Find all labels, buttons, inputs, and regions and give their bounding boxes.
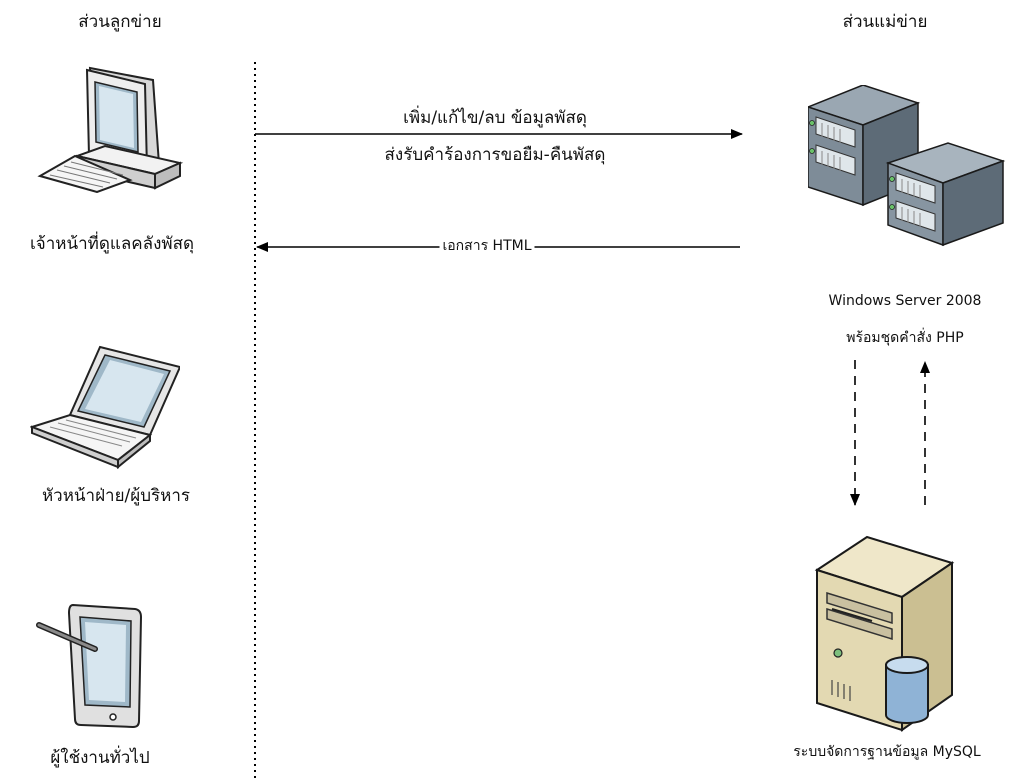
web-server-label-line1: Windows Server 2008 (828, 293, 982, 309)
server-section-header: ส่วนแม่ข่าย (842, 12, 928, 32)
client-staff-label: เจ้าหน้าที่ดูแลคลังพัสดุ (29, 234, 195, 254)
database-server-icon (814, 535, 955, 732)
server-rack-icon (808, 85, 1006, 247)
client-general-user-label: ผู้ใช้งานทั่วไป (50, 748, 150, 768)
request-label-line2: ส่งรับคำร้องการขอยืม-คืนพัสดุ (381, 145, 609, 166)
request-label-line1: เพิ่ม/แก้ไข/ลบ ข้อมูลพัสดุ (400, 108, 590, 129)
client-manager-label: หัวหน้าฝ่าย/ผู้บริหาร (41, 486, 191, 506)
response-label: เอกสาร HTML (439, 238, 535, 255)
client-section-header: ส่วนลูกข่าย (78, 12, 162, 32)
database-label: ระบบจัดการฐานข้อมูล MySQL (793, 744, 981, 760)
desktop-computer-icon (37, 66, 184, 193)
web-server-label-line2: พร้อมชุดคำสั่ง PHP (846, 330, 964, 346)
laptop-icon (30, 345, 180, 470)
tablet-icon (36, 603, 143, 729)
